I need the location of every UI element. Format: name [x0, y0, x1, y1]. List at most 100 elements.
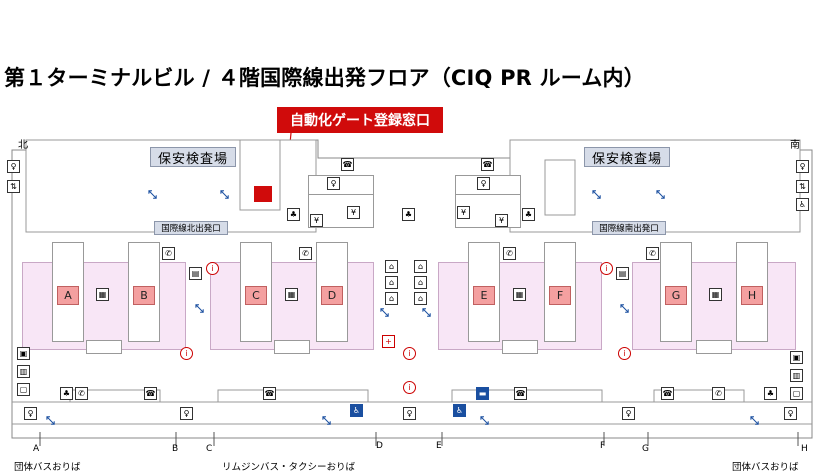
escalator-icon: ⤡ — [480, 414, 489, 427]
checkin-kiosk-icon: ▦ — [285, 288, 298, 301]
gate-d: D — [376, 441, 383, 451]
counter-h: H — [741, 286, 763, 305]
shop-icon: ⌂ — [414, 260, 427, 273]
security-checkpoint-north: 保安検査場 — [150, 147, 236, 167]
escalator-icon: ⤡ — [380, 306, 389, 319]
restroom-icon: ♀ — [477, 177, 490, 190]
checkin-area-ef — [438, 262, 602, 350]
gate-f: F — [600, 441, 606, 451]
phone-icon: ✆ — [712, 387, 725, 400]
escalator-icon: ⤡ — [195, 302, 204, 315]
north-departure-exit: 国際線北出発口 — [154, 221, 228, 235]
group-bus-dropoff-left: 団体バスおりば — [14, 462, 81, 473]
phone-icon: ✆ — [162, 247, 175, 260]
elevator-icon: ⇅ — [796, 180, 809, 193]
security-checkpoint-south: 保安検査場 — [584, 147, 670, 167]
nursery-icon: ♿ — [796, 198, 809, 211]
luggage-icon: ▥ — [17, 365, 30, 378]
escalator-icon: ⤡ — [620, 302, 629, 315]
phone-icon: ✆ — [299, 247, 312, 260]
atm-icon: ¥ — [457, 206, 470, 219]
smoking-room-icon: ♣ — [287, 208, 300, 221]
luggage-icon: ▥ — [790, 369, 803, 382]
information-icon: i — [403, 347, 416, 360]
gate-a: A — [33, 444, 40, 454]
escalator-icon: ⤡ — [656, 188, 665, 201]
accessible-restroom-icon: ♿ — [453, 404, 466, 417]
escalator-icon: ⤡ — [46, 414, 55, 427]
page-title: 第１ターミナルビル / ４階国際線出発フロア（CIQ PR ルーム内） — [4, 66, 645, 90]
checkin-area-gh — [632, 262, 796, 350]
restroom-icon: ♀ — [24, 407, 37, 420]
restroom-icon: ♀ — [7, 160, 20, 173]
restroom-icon: ♀ — [796, 160, 809, 173]
first-aid-icon: + — [382, 335, 395, 348]
counter-a: A — [57, 286, 79, 305]
coin-locker-icon: ▢ — [17, 383, 30, 396]
escalator-icon: ⤡ — [148, 188, 157, 201]
shop-icon: ⌂ — [385, 260, 398, 273]
bus-info-icon: ▬ — [476, 387, 489, 400]
atm-icon: ¥ — [495, 214, 508, 227]
service-counter — [696, 340, 732, 354]
baggage-icon: ▤ — [616, 267, 629, 280]
limousine-taxi-dropoff: リムジンバス・タクシーおりば — [222, 462, 356, 473]
shop-icon: ⌂ — [385, 276, 398, 289]
counter-e: E — [473, 286, 495, 305]
escalator-icon: ⤡ — [322, 414, 331, 427]
service-counter — [86, 340, 122, 354]
telephone-icon: ☎ — [144, 387, 157, 400]
checkin-kiosk-icon: ▦ — [96, 288, 109, 301]
counter-g: G — [665, 286, 687, 305]
shop-icon: ⌂ — [385, 292, 398, 305]
south-departure-exit: 国際線南出発口 — [592, 221, 666, 235]
checkin-area-cd — [210, 262, 374, 350]
baggage-icon: ▤ — [189, 267, 202, 280]
locker-icon: ▣ — [790, 351, 803, 364]
information-icon: i — [403, 381, 416, 394]
checkin-kiosk-icon: ▦ — [513, 288, 526, 301]
information-icon: i — [618, 347, 631, 360]
auto-gate-registration-callout: 自動化ゲート登録窓口 — [277, 107, 443, 133]
gate-g: G — [642, 444, 649, 454]
shop-icon: ⌂ — [414, 292, 427, 305]
telephone-icon: ☎ — [481, 158, 494, 171]
smoking-room-icon: ♣ — [60, 387, 73, 400]
checkin-area-ab — [22, 262, 186, 350]
phone-icon: ✆ — [75, 387, 88, 400]
atm-icon: ¥ — [347, 206, 360, 219]
restroom-block — [308, 175, 374, 195]
counter-c: C — [245, 286, 267, 305]
restroom-icon: ♀ — [784, 407, 797, 420]
information-icon: i — [206, 262, 219, 275]
restroom-icon: ♀ — [180, 407, 193, 420]
escalator-icon: ⤡ — [220, 188, 229, 201]
service-counter — [274, 340, 310, 354]
telephone-icon: ☎ — [514, 387, 527, 400]
checkin-kiosk-icon: ▦ — [709, 288, 722, 301]
counter-b: B — [133, 286, 155, 305]
restroom-icon: ♀ — [622, 407, 635, 420]
accessible-restroom-icon: ♿ — [350, 404, 363, 417]
north-label: 北 — [18, 140, 28, 151]
telephone-icon: ☎ — [341, 158, 354, 171]
smoking-room-icon: ♣ — [402, 208, 415, 221]
gate-h: H — [801, 444, 808, 454]
escalator-icon: ⤡ — [422, 306, 431, 319]
counter-f: F — [549, 286, 571, 305]
smoking-room-icon: ♣ — [764, 387, 777, 400]
gate-c: C — [206, 444, 213, 454]
atm-icon: ¥ — [310, 214, 323, 227]
telephone-icon: ☎ — [263, 387, 276, 400]
escalator-icon: ⤡ — [592, 188, 601, 201]
telephone-icon: ☎ — [661, 387, 674, 400]
phone-icon: ✆ — [503, 247, 516, 260]
shop-icon: ⌂ — [414, 276, 427, 289]
restroom-icon: ♀ — [403, 407, 416, 420]
locker-icon: ▣ — [17, 347, 30, 360]
elevator-icon: ⇅ — [7, 180, 20, 193]
information-icon: i — [180, 347, 193, 360]
group-bus-dropoff-right: 団体バスおりば — [732, 462, 799, 473]
gate-b: B — [172, 444, 179, 454]
